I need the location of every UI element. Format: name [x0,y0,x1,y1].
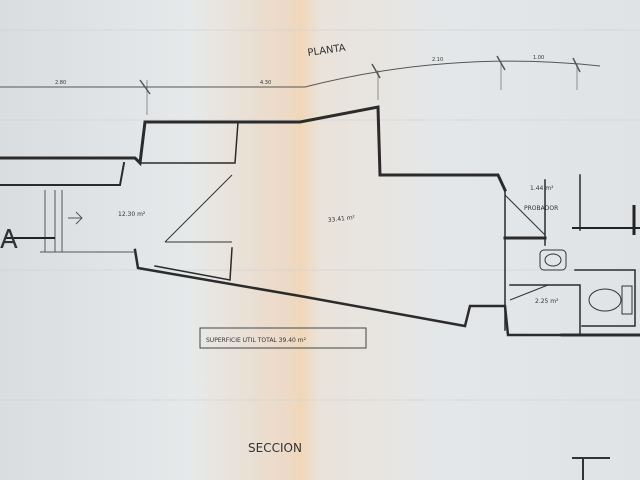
section-marker-left: A [0,225,18,255]
surface-total-box: SUPERFICIE UTIL TOTAL 39.40 m² [199,327,367,349]
dimension-4: 1.00 [533,55,544,61]
dimension-2: 4.30 [260,80,271,86]
section-title: SECCION [248,441,302,455]
room-3-area: 1.44 m² [530,185,554,192]
surface-total-label: SUPERFICIE UTIL TOTAL 39.40 m² [206,337,307,344]
section-drawing-stub [572,457,610,480]
room-1-area: 12.30 m² [118,211,146,218]
plan-title: PLANTA [307,43,347,59]
room-2-area: 33.41 m² [327,214,356,224]
entrance-steps [40,190,135,253]
room-3-name: PROBADOR [524,205,558,212]
dimension-3: 2.10 [432,57,443,63]
washbasin-icon [539,249,567,271]
room-4-area: 2.25 m² [535,298,559,305]
toilet-icon [588,285,633,315]
walls [0,105,640,337]
dimension-1: 2.80 [55,80,66,86]
section-cut-left: A [0,225,55,255]
dimension-line [0,55,601,115]
background-grid [0,29,640,401]
section-cut-right [572,205,640,235]
door-swings [164,174,549,301]
